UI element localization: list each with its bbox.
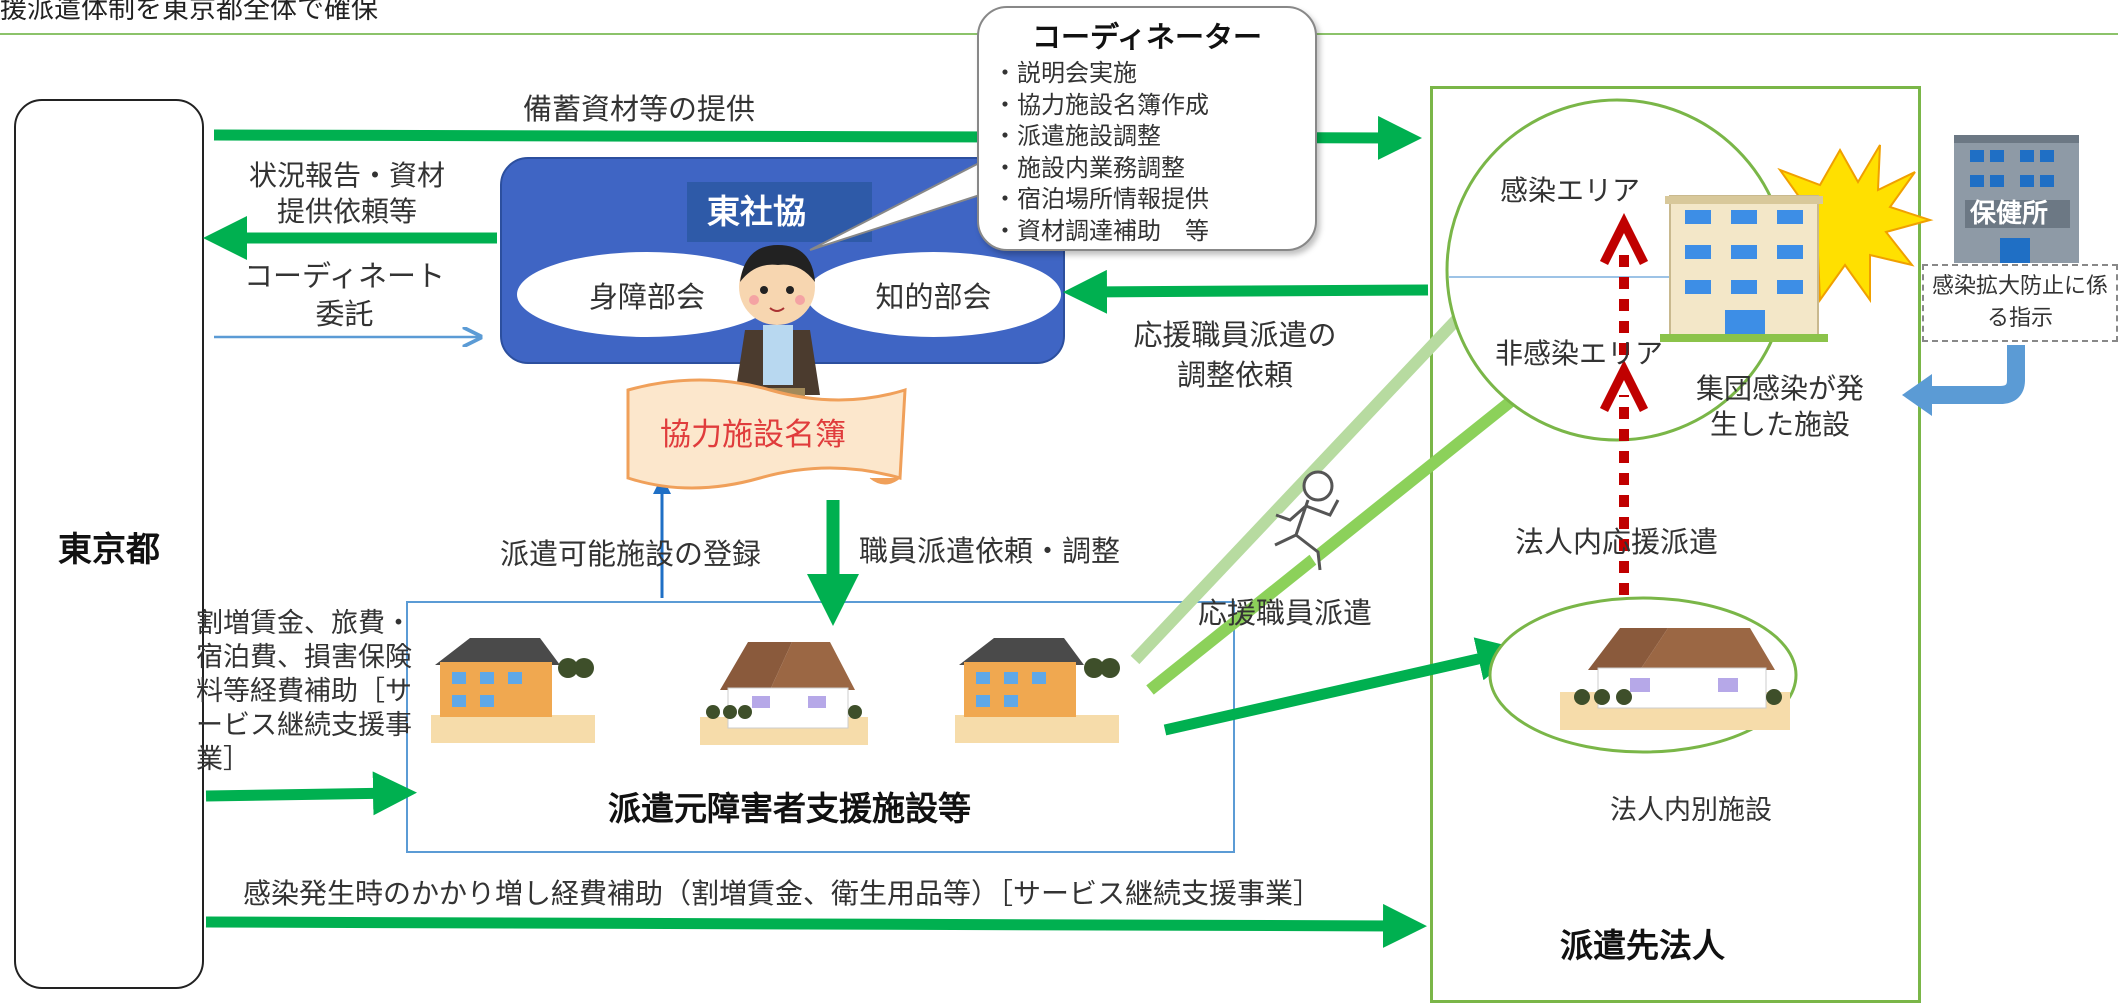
coordinator-title: コーディネーター bbox=[1032, 20, 1262, 54]
coordinator-bubble-tail bbox=[809, 158, 987, 251]
tokyo-label: 東京都 bbox=[58, 530, 160, 570]
tosha-unit-chiteki: 知的部会 bbox=[806, 252, 1061, 337]
label-joukyou: 状況報告・資材提供依頼等 bbox=[248, 159, 445, 228]
meibo-label: 協力施設名簿 bbox=[660, 417, 846, 453]
dotted-arrow-lower-head bbox=[1599, 359, 1649, 413]
arrow-ouen-chousei bbox=[1063, 269, 1429, 314]
coordinator-item: ・施設内業務調整 bbox=[993, 153, 1185, 182]
cluster-facility-label: 集団感染が発生した施設 bbox=[1695, 372, 1864, 441]
arrow-ouen-mid bbox=[1146, 363, 1559, 695]
label-touroku: 派遣可能施設の登録 bbox=[500, 537, 762, 571]
label-ouen-haken: 応援職員派遣 bbox=[1198, 596, 1373, 630]
label-keihi: 割増賃金、旅費・宿泊費、損害保険料等経費補助［サービス継続支援事業］ bbox=[196, 608, 412, 775]
meibo-scroll-curl bbox=[869, 477, 901, 485]
label-irai: 職員派遣依頼・調整 bbox=[859, 534, 1121, 568]
infected-area-label: 感染エリア bbox=[1500, 174, 1641, 207]
other-facility-house-icon bbox=[1560, 628, 1790, 730]
source-label: 派遣元障害者支援施設等 bbox=[608, 789, 971, 828]
dotted-arrow-upper-head bbox=[1599, 212, 1649, 266]
infected-building-icon bbox=[1660, 195, 1828, 342]
tosha-label: 東社協 bbox=[687, 182, 872, 242]
coordinator-item: ・資材調達補助 等 bbox=[993, 216, 1209, 245]
hokenjo-arrow bbox=[1930, 345, 2025, 404]
label-bichiku: 備蓄資材等の提供 bbox=[523, 92, 756, 126]
coordinator-item: ・協力施設名簿作成 bbox=[993, 90, 1209, 119]
meibo-scroll bbox=[626, 378, 907, 490]
arrow-houjin-other bbox=[1163, 637, 1522, 736]
hokenjo-building-icon bbox=[1954, 135, 2079, 263]
label-houjinnai: 法人内応援派遣 bbox=[1515, 525, 1719, 559]
coordinator-item: ・宿泊場所情報提供 bbox=[993, 185, 1209, 213]
source-house-2-icon bbox=[700, 642, 868, 745]
coordinator-bubble: コーディネーター ・説明会実施 ・協力施設名簿作成 ・派遣施設調整 ・施設内業務… bbox=[977, 6, 1317, 251]
label-ouen-chousei: 応援職員派遣の調整依頼 bbox=[1133, 318, 1337, 392]
coordinator-item: ・派遣施設調整 bbox=[993, 122, 1161, 150]
tosha-unit-shinshou: 身障部会 bbox=[517, 252, 777, 337]
arrow-keihi bbox=[205, 771, 417, 816]
destination-label: 派遣先法人 bbox=[1560, 926, 1725, 965]
source-house-3-icon bbox=[955, 638, 1120, 743]
noninfected-area-label: 非感染エリア bbox=[1495, 337, 1664, 370]
coordinator-item: ・説明会実施 bbox=[993, 59, 1137, 87]
header-title: 援派遣体制を東京都全体で確保 bbox=[0, 0, 378, 25]
label-coordinate: コーディネート委託 bbox=[244, 259, 445, 331]
arrow-kakari bbox=[205, 903, 1427, 948]
hokenjo-sign: 保健所 bbox=[1970, 199, 2049, 229]
hokenjo-instruction: 感染拡大防止に係る指示 bbox=[1922, 264, 2118, 342]
other-facility-label: 法人内別施設 bbox=[1610, 795, 1772, 826]
tokyo-box bbox=[14, 99, 204, 989]
label-kakari: 感染発生時のかかり増し経費補助（割増賃金、衛生用品等）［サービス継続支援事業］ bbox=[243, 877, 1322, 910]
source-house-1-icon bbox=[431, 638, 595, 743]
running-person-icon bbox=[1274, 470, 1340, 571]
hokenjo-arrow-head bbox=[1902, 374, 1932, 416]
